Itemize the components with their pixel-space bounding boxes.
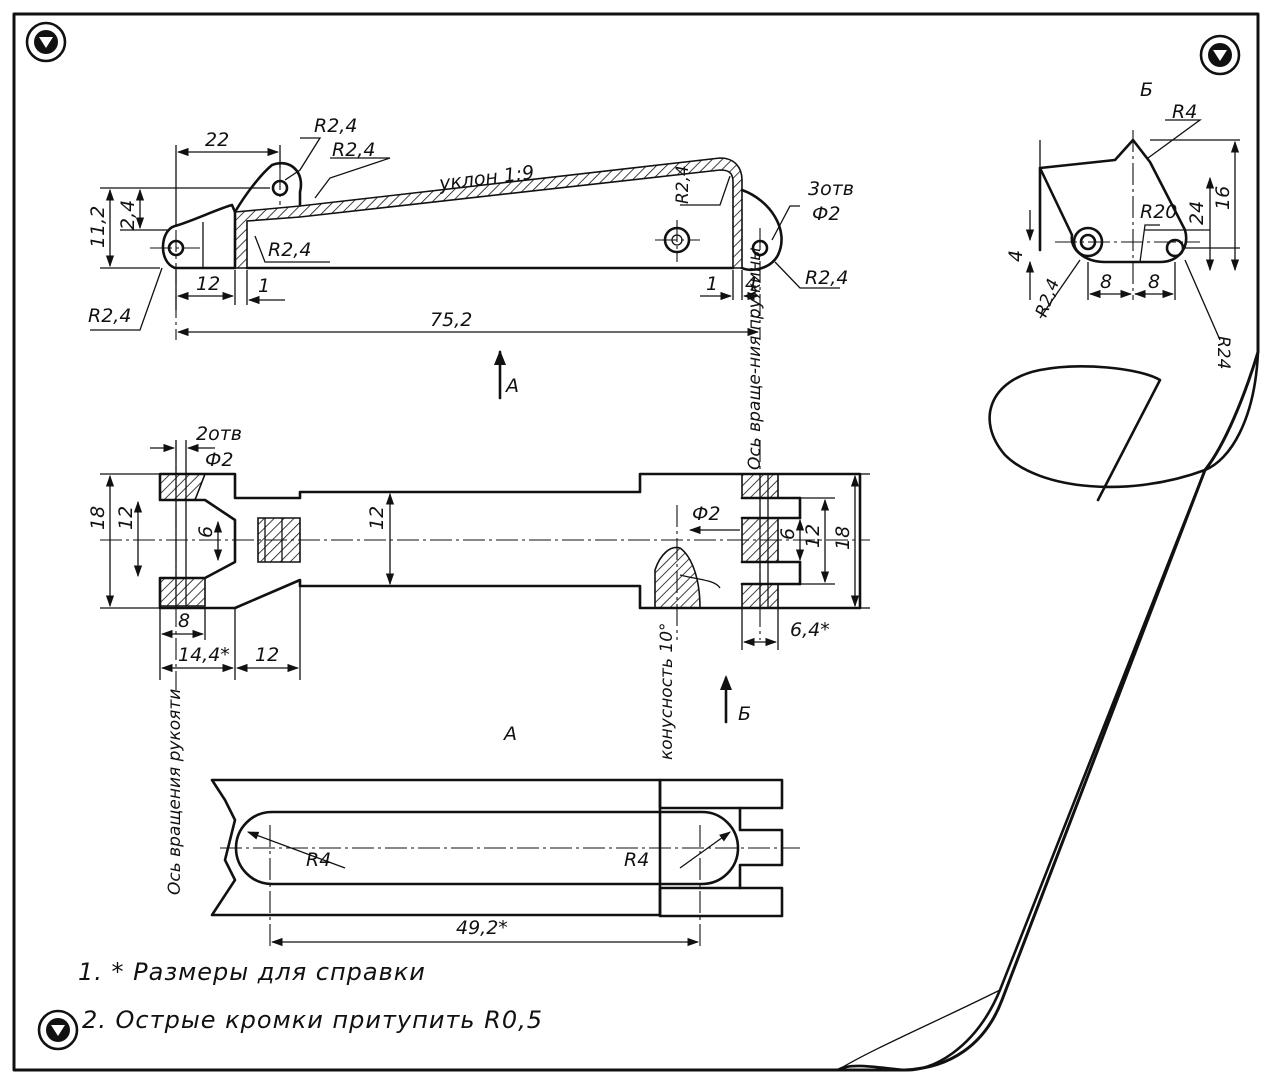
view-a-label: А xyxy=(502,723,517,745)
view-b-r24: R24 xyxy=(1213,336,1233,369)
dim-diameter-2: Ф2 xyxy=(692,503,720,525)
view-b-r20: R20 xyxy=(1140,201,1177,223)
dim-12-center: 12 xyxy=(366,506,388,530)
dim-49-2: 49,2* xyxy=(456,917,508,939)
triangle-down-in-circle-icon xyxy=(25,21,67,63)
dim-18-left: 18 xyxy=(87,506,109,530)
dim-12-left: 12 xyxy=(115,506,137,530)
dim-18-right: 18 xyxy=(832,526,854,550)
radius-left-bottom: R2,4 xyxy=(88,305,131,327)
view-b-title: Б xyxy=(1140,79,1153,101)
view-b-detail xyxy=(1025,119,1240,341)
dim-4: 4 xyxy=(745,273,757,295)
note-1: 1. * Размеры для справки xyxy=(78,958,426,986)
dim-1-left: 1 xyxy=(258,275,270,297)
view-b-r2-4: R2,4 xyxy=(1032,276,1064,319)
dim-12-bottom: 12 xyxy=(255,644,279,666)
radius-right-bottom: R2,4 xyxy=(805,267,848,289)
view-b-dim-4: 4 xyxy=(1005,250,1027,262)
dim-6-right: 6 xyxy=(777,528,799,540)
holes-diameter-2: Ф2 xyxy=(205,449,233,471)
view-a-arrow-label: A xyxy=(504,375,519,397)
radius-r4-left: R4 xyxy=(306,849,331,871)
holes-count-2: 2отв xyxy=(196,423,242,445)
dim-8: 8 xyxy=(178,610,190,632)
holes-count: 3отв xyxy=(808,178,854,200)
view-b-dim-24: 24 xyxy=(1186,201,1208,225)
dim-6-4: 6,4* xyxy=(790,619,830,641)
dim-6-left: 6 xyxy=(195,526,217,538)
rotation-axis-springs: Ось враще-ния пружины xyxy=(745,247,765,470)
radius-top-2: R2,4 xyxy=(332,139,375,161)
dim-2-4: 2,4 xyxy=(117,200,139,230)
radius-top-1: R2,4 xyxy=(314,115,357,137)
dim-1-right: 1 xyxy=(706,273,718,295)
dim-11-2: 11,2 xyxy=(87,206,109,248)
radius-inner: R2,4 xyxy=(268,239,311,261)
dim-14-4: 14,4* xyxy=(178,644,230,666)
triangle-down-in-circle-icon xyxy=(1199,34,1241,76)
view-b-dim-8b: 8 xyxy=(1148,271,1160,293)
note-2: 2. Острые кромки притупить R0,5 xyxy=(82,1006,543,1034)
dim-75-2: 75,2 xyxy=(430,309,472,331)
view-b-dim-16: 16 xyxy=(1212,186,1234,210)
sheet-outline xyxy=(12,12,1260,1072)
middle-view xyxy=(100,440,870,724)
view-b-r4: R4 xyxy=(1172,101,1197,123)
triangle-down-in-circle-icon xyxy=(37,1009,79,1051)
holes-diameter: Ф2 xyxy=(812,203,840,225)
top-view xyxy=(90,137,840,400)
dim-12-top: 12 xyxy=(196,273,220,295)
bottom-view xyxy=(210,778,800,950)
radius-r4-right: R4 xyxy=(624,849,649,871)
taper-label: конусность 10° xyxy=(657,622,677,760)
rotation-axis-handle: Ось вращения рукояти xyxy=(165,689,185,895)
radius-right-top: R2,4 xyxy=(673,165,693,204)
dim-12-right: 12 xyxy=(802,524,824,548)
view-b-dim-8a: 8 xyxy=(1100,271,1112,293)
dim-22: 22 xyxy=(205,129,229,151)
view-b-arrow-label: Б xyxy=(738,703,751,725)
